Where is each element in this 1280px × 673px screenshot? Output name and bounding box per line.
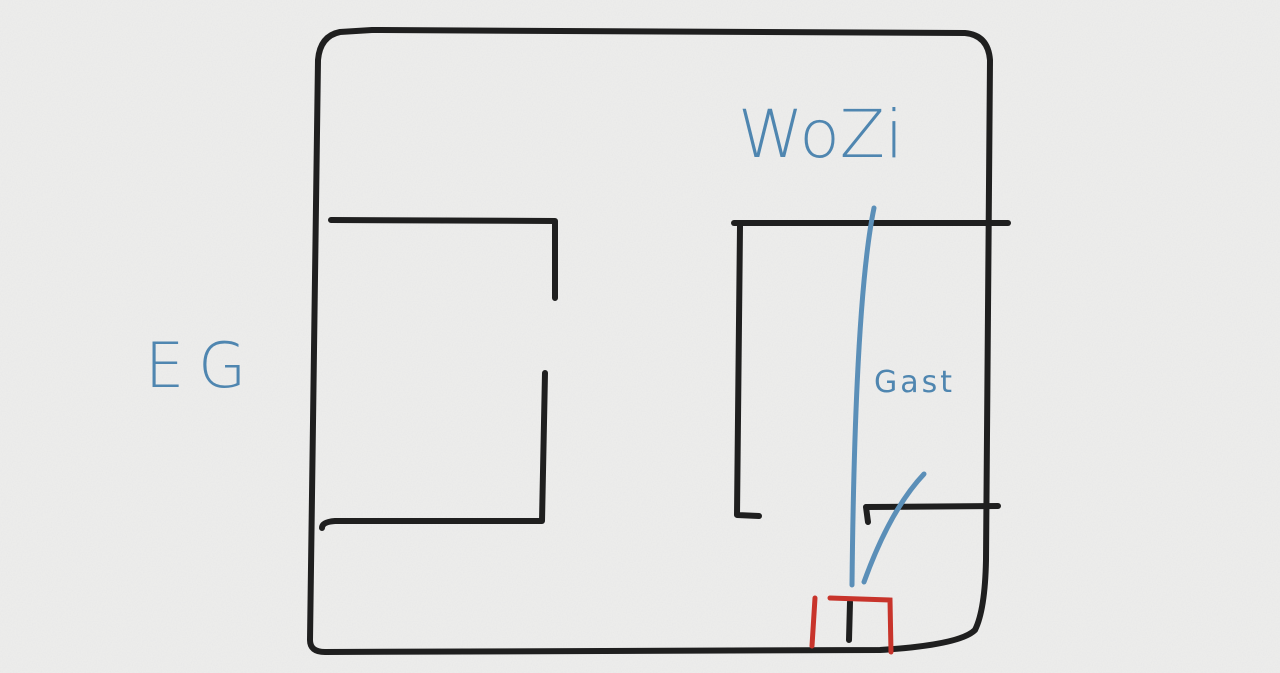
guest-room-wall <box>863 503 1001 525</box>
door-post <box>846 599 853 643</box>
left-room-wall-lower <box>319 370 548 531</box>
guest-room-arrow-line <box>861 471 927 585</box>
living-room-label: WoZi <box>738 96 903 173</box>
entrance-door <box>809 595 894 655</box>
floor-label: EG <box>145 329 260 402</box>
guest-room-label: Gast <box>874 365 955 400</box>
left-room-wall <box>328 217 558 301</box>
living-room-arrow-line <box>849 205 877 588</box>
outer-wall <box>307 27 993 655</box>
right-room-left-wall <box>734 223 762 519</box>
